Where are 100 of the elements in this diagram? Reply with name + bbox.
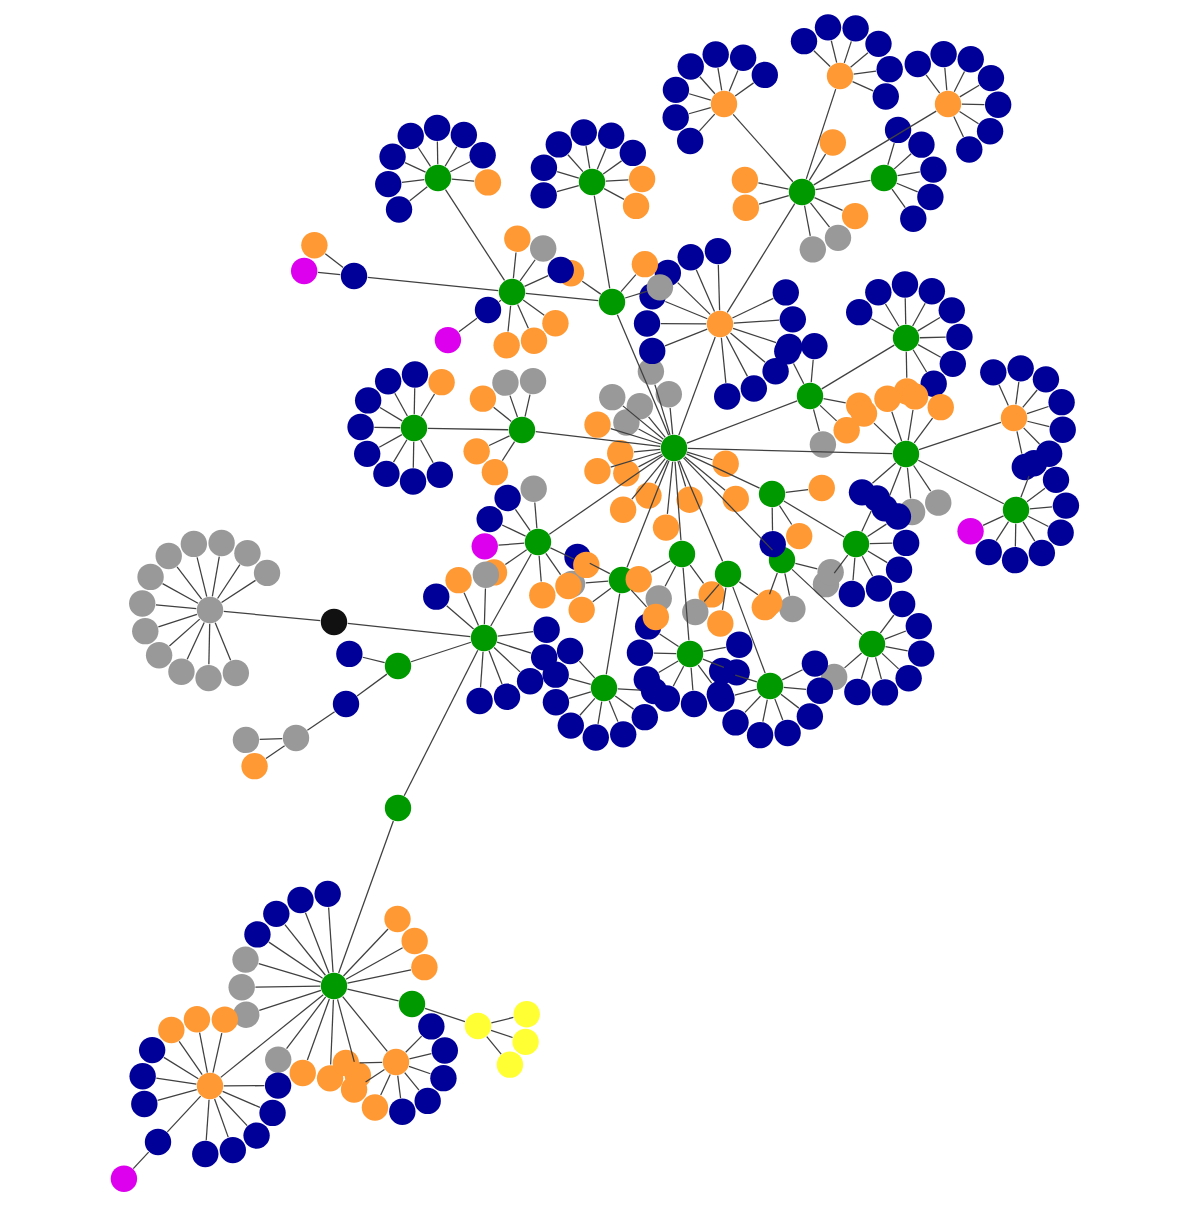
graph-node [450, 121, 478, 149]
edge-line [783, 500, 845, 538]
graph-node [471, 533, 498, 560]
edge-line [666, 461, 674, 515]
edge-line [867, 550, 888, 564]
graph-node [639, 337, 666, 365]
edge-line [678, 460, 724, 562]
graph-node [430, 1064, 457, 1092]
edge-line [768, 572, 778, 595]
edge-line [725, 335, 749, 377]
edge-line [405, 1035, 423, 1053]
edge-line [196, 556, 208, 598]
edge-line [567, 154, 584, 173]
graph-node [905, 612, 932, 640]
edge-line [771, 507, 774, 532]
graph-node [557, 712, 584, 739]
graph-node [779, 595, 806, 623]
edge-line [689, 564, 705, 584]
graph-node [668, 540, 696, 568]
edge-line [690, 667, 694, 691]
edge-line [866, 523, 888, 538]
edge-line [1020, 475, 1030, 498]
edge-line [205, 1099, 210, 1141]
edge-line [860, 656, 869, 680]
graph-node [519, 367, 547, 395]
edge-line [556, 171, 580, 179]
graph-node [892, 440, 920, 468]
edge-line [778, 504, 793, 526]
edge-line [622, 405, 664, 440]
edge-line [813, 197, 844, 212]
edge-line [213, 1098, 229, 1138]
edge-line [810, 359, 814, 383]
edge-line [813, 110, 937, 186]
graph-node [530, 235, 557, 262]
edge-line [884, 303, 900, 327]
edge-line [579, 697, 596, 716]
edge-line [362, 656, 386, 664]
graph-node [498, 278, 526, 306]
edge-line [578, 660, 596, 679]
edge-line [849, 52, 869, 68]
edge-line [912, 302, 926, 327]
edge-line [486, 1036, 502, 1055]
graph-node [708, 657, 736, 685]
graph-node [578, 168, 606, 196]
edge-line [884, 646, 909, 652]
edge-line [504, 549, 528, 566]
edge-line [791, 568, 863, 636]
edge-line [660, 323, 707, 325]
graph-node [631, 703, 658, 731]
edge-line [637, 428, 663, 443]
graph-node [796, 703, 824, 730]
graph-node [423, 114, 451, 142]
edge-line [549, 547, 575, 560]
edge-line [774, 698, 784, 721]
graph-node [712, 450, 739, 477]
graph-node [756, 672, 784, 700]
graph-node [158, 1016, 185, 1044]
graph-node [196, 596, 224, 624]
graph-node [494, 484, 521, 512]
graph-node [751, 61, 778, 89]
graph-node [707, 610, 734, 637]
edge-line [178, 1040, 203, 1076]
graph-node [1047, 519, 1074, 546]
edge-line [617, 688, 641, 691]
graph-node [774, 719, 801, 747]
edge-line [218, 1095, 248, 1127]
edge-line [889, 466, 902, 497]
edge-line [896, 182, 919, 193]
graph-node [336, 640, 363, 668]
graph-node [426, 461, 454, 488]
edge-line [814, 179, 872, 191]
edge-line [1027, 515, 1049, 528]
graph-node [842, 15, 869, 42]
graph-node [610, 721, 637, 748]
edge-line [556, 185, 580, 193]
edge-line [378, 434, 403, 448]
edge-line [620, 273, 637, 293]
graph-node [418, 1013, 445, 1040]
edge-line [702, 658, 725, 668]
edge-line [871, 462, 897, 484]
edge-line [757, 182, 790, 190]
edge-line [893, 153, 912, 170]
graph-node [844, 678, 871, 706]
graph-node [232, 946, 259, 973]
graph-node [655, 381, 682, 408]
edge-line [268, 941, 324, 979]
edge-line [488, 435, 511, 447]
edge-line [822, 398, 847, 404]
edge-line [687, 447, 893, 455]
edge-line [413, 387, 416, 415]
graph-node [431, 1037, 458, 1064]
edge-line [698, 113, 716, 132]
edge-line [843, 40, 852, 64]
graph-node [401, 361, 429, 388]
edge-line [451, 178, 475, 182]
edge-line [483, 587, 487, 625]
edge-line [685, 453, 761, 489]
graph-node [984, 91, 1012, 118]
graph-node [332, 690, 360, 718]
edge-line [688, 107, 712, 115]
